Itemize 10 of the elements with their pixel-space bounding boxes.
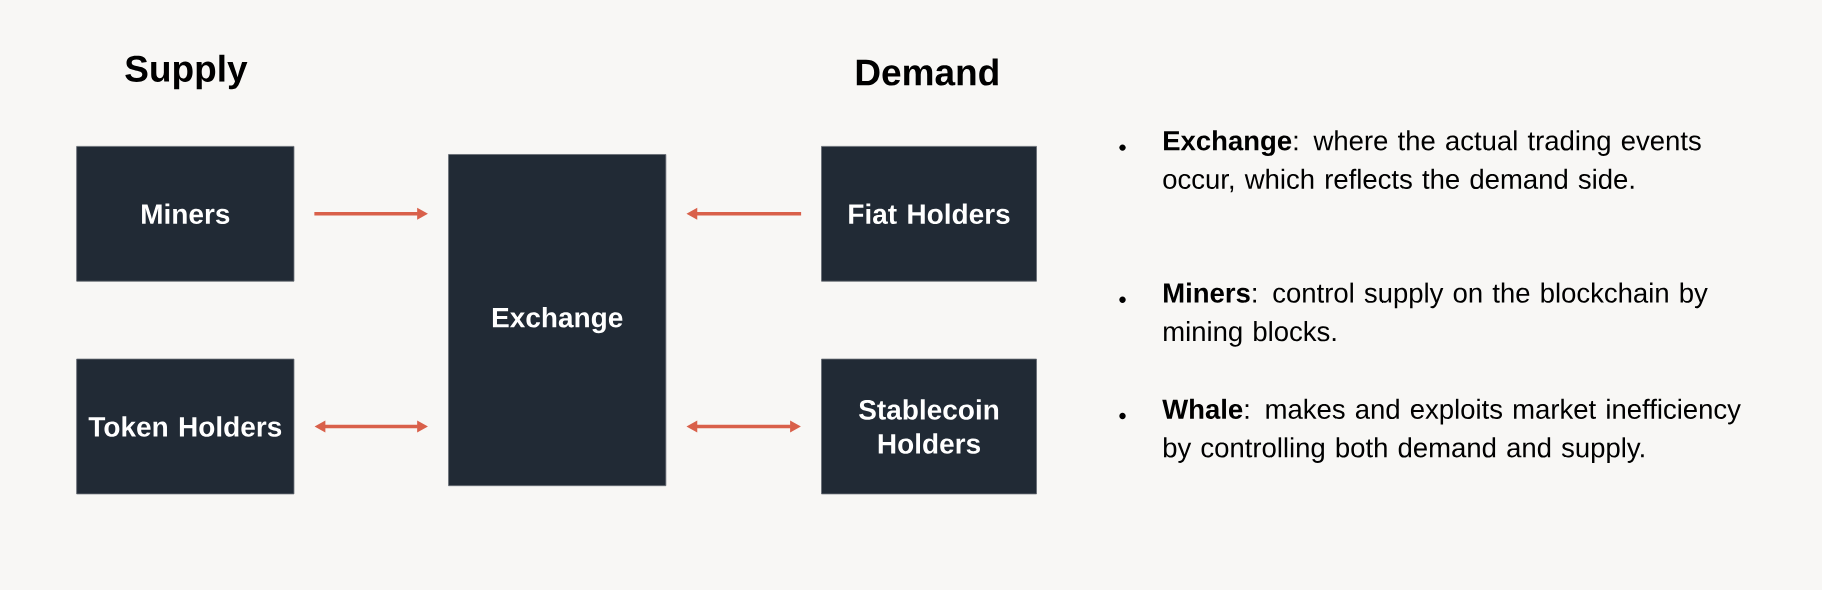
- bullet-text: Whale: makes and exploits market inefficiency by controlling both demand and supply.: [1162, 398, 1741, 463]
- process-box: Miners: [76, 146, 295, 282]
- heading: Demand: [856, 58, 998, 86]
- process-box: Fiat Holders: [821, 146, 1037, 282]
- process-box: Exchange: [448, 154, 667, 487]
- process-box: Stablecoin Holders: [821, 358, 1037, 495]
- bullet-text: Exchange: where the actual trading events occur, which reflects the demand side.: [1163, 130, 1701, 193]
- bullet-text: Miners: control supply on the blockchain by mining blocks.: [1164, 282, 1708, 347]
- heading: Supply: [125, 54, 248, 90]
- process-box: Token Holders: [76, 358, 295, 495]
